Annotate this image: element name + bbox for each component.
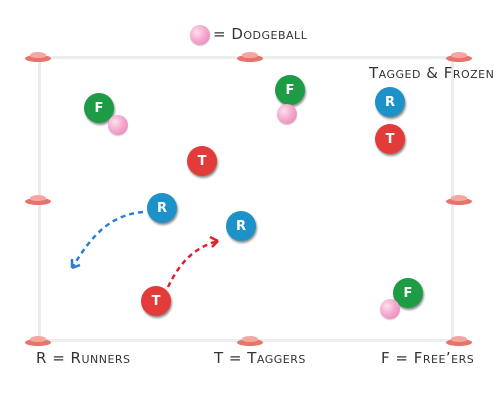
cone-marker [446,336,472,346]
cone-marker [237,52,263,62]
cone-marker [446,52,472,62]
tagger-path-arrowhead [209,235,219,248]
tagger-path [166,239,219,288]
tagger-player: T [141,286,171,316]
runner-player: R [147,193,177,223]
frozen-area-label: Tagged & Frozen [369,64,495,82]
freer-player: F [275,75,305,105]
tagger-player: T [187,146,217,176]
cone-marker [25,195,51,205]
runner-player: R [226,211,256,241]
legend-freers-label: F = Free’ers [381,349,475,367]
legend-dodgeball-icon [190,25,210,45]
dodgeball [108,115,128,135]
dodgeball [380,299,400,319]
cone-marker [25,52,51,62]
frozen-runner-player: R [375,87,405,117]
cone-marker [25,336,51,346]
dodgeball [277,104,297,124]
runner-path-arrowhead [70,259,81,270]
legend-runners-label: R = Runners [36,349,131,367]
runner-path [70,210,144,269]
frozen-tagger-player: T [375,124,405,154]
cone-marker [446,195,472,205]
legend-taggers-label: T = Taggers [214,349,306,367]
legend-dodgeball-label: = Dodgeball [213,25,308,43]
cone-marker [237,336,263,346]
